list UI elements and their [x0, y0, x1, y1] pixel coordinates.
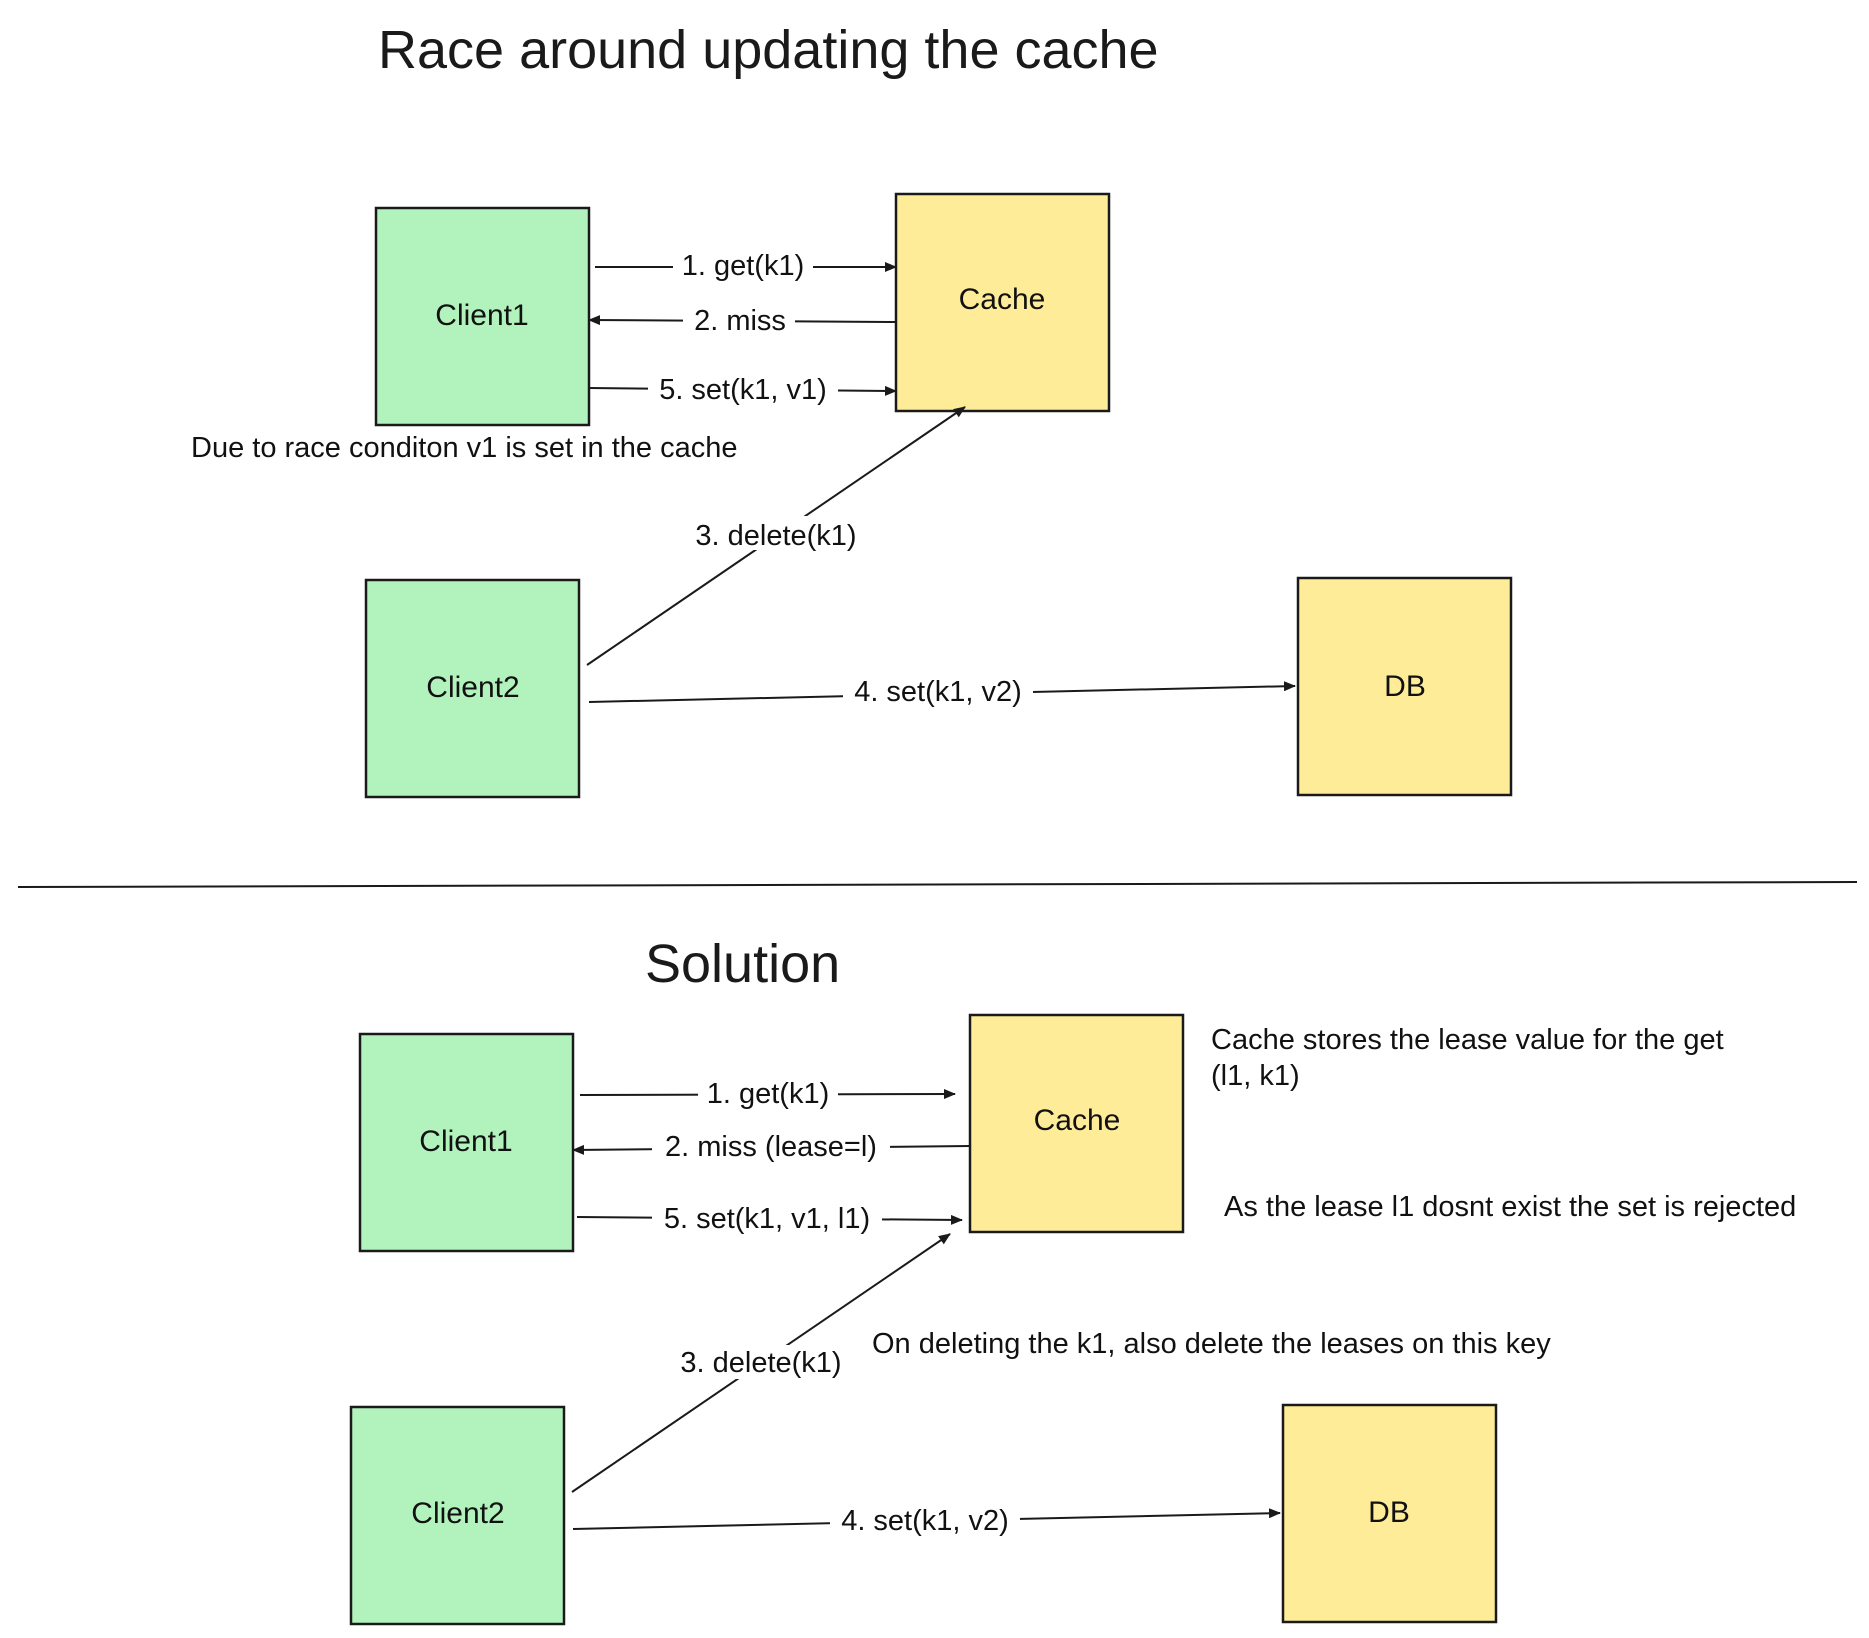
- bottom-client2-node: Client2: [349, 1405, 566, 1626]
- top-edge-set-v2-label-bg: [843, 676, 1033, 710]
- top-client2-label: Client2: [426, 671, 519, 704]
- top-diagram: Race around updating the cache Client1 C…: [191, 20, 1513, 799]
- bottom-edge-get-label-bg: [698, 1074, 838, 1108]
- delete-leases-note: On deleting the k1, also delete the leas…: [872, 1328, 1551, 1360]
- bottom-edge-set-v2-label: 4. set(k1, v2): [841, 1505, 1009, 1537]
- top-edge-set-v2: 4. set(k1, v2): [588, 676, 1296, 710]
- top-edge-miss-label: 2. miss: [694, 305, 786, 337]
- bottom-db-node: DB: [1281, 1403, 1498, 1624]
- top-edge-set-v1: 5. set(k1, v1): [588, 370, 897, 406]
- bottom-edge-miss: 2. miss (lease=l): [572, 1128, 971, 1163]
- top-edge-get: 1. get(k1): [595, 245, 897, 282]
- top-db-box: [1296, 576, 1513, 797]
- bottom-diagram: Solution Client1 Cache Client2 DB 1. get…: [349, 934, 1796, 1626]
- lease-store-note: Cache stores the lease value for the get: [1211, 1024, 1724, 1056]
- bottom-edge-set-v2-label-bg: [830, 1505, 1020, 1539]
- bottom-edge-miss-label-bg: [652, 1128, 890, 1162]
- top-race-note: Due to race conditon v1 is set in the ca…: [191, 432, 737, 464]
- top-client1-box: [374, 206, 591, 427]
- top-edge-delete-label: 3. delete(k1): [695, 520, 856, 552]
- top-edge-miss: 2. miss: [588, 301, 897, 337]
- top-edge-miss-label-bg: [683, 301, 795, 335]
- bottom-edge-set-v2: 4. set(k1, v2): [572, 1505, 1281, 1539]
- top-cache-node: Cache: [894, 192, 1111, 413]
- bottom-cache-box: [968, 1013, 1185, 1234]
- bottom-edge-delete-label-bg: [665, 1345, 857, 1379]
- lease-rejected-note: As the lease l1 dosnt exist the set is r…: [1224, 1191, 1796, 1223]
- bottom-cache-node: Cache: [968, 1013, 1185, 1234]
- top-title: Race around updating the cache: [378, 20, 1159, 80]
- bottom-db-box: [1281, 1403, 1498, 1624]
- top-edge-delete: 3. delete(k1): [586, 406, 966, 666]
- bottom-cache-label: Cache: [1034, 1104, 1121, 1137]
- top-client2-box: [364, 578, 581, 799]
- top-client2-node: Client2: [364, 578, 581, 799]
- top-edge-delete-label-bg: [680, 516, 872, 550]
- bottom-edge-get-label: 1. get(k1): [707, 1078, 830, 1110]
- bottom-edge-set-lease: 5. set(k1, v1, l1): [576, 1201, 963, 1235]
- top-cache-label: Cache: [959, 283, 1046, 316]
- bottom-client1-node: Client1: [358, 1032, 575, 1253]
- top-db-node: DB: [1296, 576, 1513, 797]
- top-edge-get-label: 1. get(k1): [682, 250, 805, 282]
- top-edge-set-v1-label-bg: [648, 370, 838, 404]
- lease-store-note-line2: (l1, k1): [1211, 1060, 1300, 1092]
- bottom-client1-label: Client1: [419, 1125, 512, 1158]
- bottom-title: Solution: [645, 934, 840, 994]
- top-edge-get-label-bg: [673, 245, 813, 279]
- bottom-edge-miss-label: 2. miss (lease=l): [665, 1131, 877, 1163]
- bottom-edge-get: 1. get(k1): [579, 1074, 956, 1110]
- top-edge-set-v1-label: 5. set(k1, v1): [659, 374, 827, 406]
- top-cache-box: [894, 192, 1111, 413]
- bottom-edge-set-lease-label: 5. set(k1, v1, l1): [664, 1203, 870, 1235]
- bottom-edge-delete: 3. delete(k1): [571, 1233, 951, 1493]
- section-divider: [17, 881, 1858, 888]
- bottom-edge-delete-label: 3. delete(k1): [680, 1347, 841, 1379]
- top-edge-set-v2-label: 4. set(k1, v2): [854, 676, 1022, 708]
- top-client1-node: Client1: [374, 206, 591, 427]
- bottom-edge-set-lease-label-bg: [652, 1201, 882, 1235]
- top-db-label: DB: [1384, 670, 1426, 703]
- bottom-client1-box: [358, 1032, 575, 1253]
- bottom-client2-label: Client2: [411, 1497, 504, 1530]
- bottom-db-label: DB: [1368, 1496, 1410, 1529]
- bottom-client2-box: [349, 1405, 566, 1626]
- top-client1-label: Client1: [435, 299, 528, 332]
